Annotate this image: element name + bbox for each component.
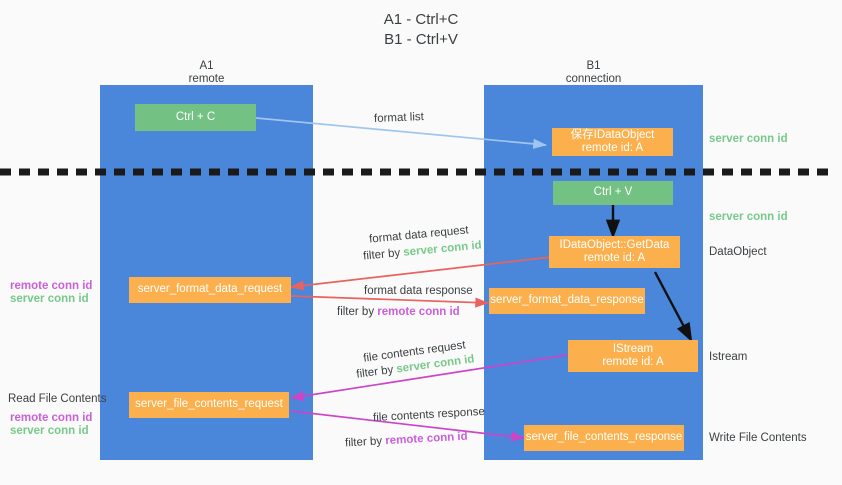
- lane-b1-sub: connection: [565, 73, 622, 85]
- node-idataobject-getdata-line1: IDataObject::GetData: [559, 238, 670, 251]
- annotation-file-server-conn-id: server conn id: [10, 425, 89, 437]
- node-ctrl-c[interactable]: Ctrl + C: [135, 104, 256, 131]
- edge-label-format-data-response-filter: filter by remote conn id: [337, 305, 460, 319]
- node-server-file-contents-request-label: server_file_contents_request: [135, 398, 283, 411]
- lane-a1-name: A1: [199, 60, 214, 72]
- annotation-server-conn-id-top: server conn id: [709, 133, 788, 145]
- node-server-file-contents-response[interactable]: server_file_contents_response: [524, 425, 684, 451]
- arrow-format-list: [255, 117, 547, 149]
- node-ctrl-c-label: Ctrl + C: [175, 110, 216, 123]
- filter-prefix-1: filter by: [362, 246, 404, 263]
- annotation-format-server-conn-id: server conn id: [10, 293, 89, 305]
- node-server-format-data-request[interactable]: server_format_data_request: [129, 277, 291, 303]
- node-save-idataobject[interactable]: 保存IDataObject remote id: A: [552, 128, 673, 156]
- node-istream[interactable]: IStream remote id: A: [568, 340, 698, 372]
- filter-key-2: remote conn id: [377, 306, 460, 318]
- edge-label-format-data-response: format data response: [364, 285, 473, 297]
- node-idataobject-getdata-line2: remote id: A: [583, 252, 646, 264]
- annotation-write-file-contents: Write File Contents: [709, 432, 807, 444]
- arrow-format-data-response: [290, 295, 489, 308]
- edge-label-format-list: format list: [373, 111, 425, 125]
- annotation-format-remote-conn-id: remote conn id: [10, 280, 93, 292]
- node-server-format-data-response[interactable]: server_format_data_response: [489, 288, 645, 314]
- node-server-file-contents-request[interactable]: server_file_contents_request: [129, 392, 289, 418]
- filter-prefix-4: filter by: [344, 435, 386, 450]
- node-server-format-data-request-label: server_format_data_request: [137, 283, 283, 296]
- lane-a1-sub: remote: [188, 73, 225, 85]
- lane-header-a1: A1 remote: [100, 60, 313, 86]
- annotation-server-conn-id-mid: server conn id: [709, 211, 788, 223]
- node-save-idataobject-line1: 保存IDataObject: [570, 128, 655, 141]
- lane-header-b1: B1 connection: [484, 60, 703, 86]
- node-ctrl-v[interactable]: Ctrl + V: [553, 181, 673, 205]
- annotation-file-remote-conn-id: remote conn id: [10, 412, 93, 424]
- annotation-read-file-contents: Read File Contents: [8, 393, 107, 405]
- arrow-format-data-request: [290, 256, 552, 291]
- arrow-getdata-istream: [653, 271, 693, 343]
- title-line-2: B1 - Ctrl+V: [384, 31, 458, 48]
- node-istream-line2: remote id: A: [602, 356, 664, 368]
- annotation-istream: Istream: [709, 351, 748, 363]
- arrow-file-contents-request: [290, 354, 568, 402]
- node-save-idataobject-line2: remote id: A: [581, 142, 644, 154]
- lane-b1-name: B1: [586, 60, 601, 72]
- annotation-dataobject: DataObject: [709, 246, 767, 258]
- title-line-1: A1 - Ctrl+C: [383, 11, 459, 28]
- arrow-file-contents-response: [290, 410, 525, 442]
- node-idataobject-getdata[interactable]: IDataObject::GetData remote id: A: [549, 236, 680, 268]
- node-ctrl-v-label: Ctrl + V: [593, 186, 633, 199]
- node-server-format-data-response-label: server_format_data_response: [490, 294, 644, 307]
- node-server-file-contents-response-label: server_file_contents_response: [525, 431, 683, 444]
- node-istream-line1: IStream: [612, 342, 654, 355]
- filter-prefix-2: filter by: [337, 306, 378, 318]
- page-title: A1 - Ctrl+C B1 - Ctrl+V: [0, 10, 842, 50]
